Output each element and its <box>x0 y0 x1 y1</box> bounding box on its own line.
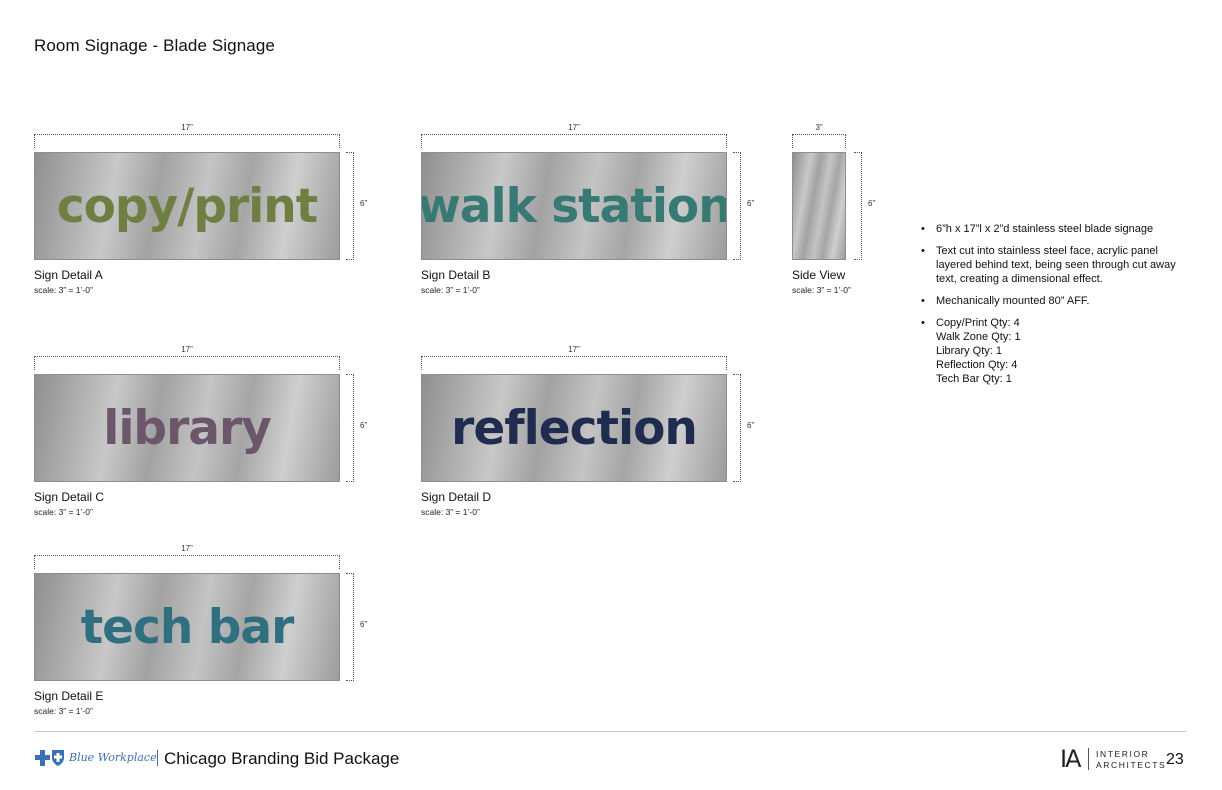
firm-line-2: ARCHITECTS <box>1096 760 1167 770</box>
quantity-line: Tech Bar Qty: 1 <box>936 373 1012 385</box>
page-number: 23 <box>1166 751 1184 768</box>
sign-plate: reflection <box>421 374 727 482</box>
sign-text: tech bar <box>80 599 295 655</box>
detail-label: Sign Detail C <box>34 490 105 504</box>
note-text: 6”h x 17”l x 2”d stainless steel blade s… <box>936 223 1154 235</box>
height-dimension-label: 6” <box>747 199 755 208</box>
side-view: 3” 6” Side View scale: 3” = 1’-0” <box>792 123 892 304</box>
sign-text: copy/print <box>56 178 318 234</box>
height-dimension: 6” <box>733 152 754 260</box>
sign-text: library <box>103 400 272 456</box>
width-dimension-label: 17” <box>181 544 193 553</box>
sign-plate: tech bar <box>34 573 340 681</box>
note-text: Mechanically mounted 80” AFF. <box>936 295 1090 307</box>
height-dimension: 6” <box>346 152 367 260</box>
spec-notes: • 6”h x 17”l x 2”d stainless steel blade… <box>918 222 1193 394</box>
height-dimension-label: 6” <box>747 421 755 430</box>
sign-detail-a: 17” 6” copy/print Sign Detail A scale: 3… <box>34 123 367 304</box>
width-dimension: 17” <box>421 345 727 370</box>
sign-detail-c: 17” 6” library Sign Detail C scale: 3” =… <box>34 345 367 526</box>
bullet-icon: • <box>921 317 925 329</box>
sign-plate: library <box>34 374 340 482</box>
page-title: Room Signage - Blade Signage <box>34 36 275 55</box>
detail-scale: scale: 3” = 1’-0” <box>421 285 480 295</box>
detail-scale: scale: 3” = 1’-0” <box>34 285 93 295</box>
cross-shield-logo-icon <box>35 750 64 766</box>
width-dimension-label: 17” <box>568 123 580 132</box>
note-item-quantities: • Copy/Print Qty: 4 Walk Zone Qty: 1 Lib… <box>918 316 1193 386</box>
width-dimension: 17” <box>34 345 340 370</box>
height-dimension-label: 6” <box>360 421 368 430</box>
sign-text: reflection <box>451 400 698 456</box>
width-dimension-label: 17” <box>181 123 193 132</box>
height-dimension: 6” <box>733 374 754 482</box>
note-item: • Mechanically mounted 80” AFF. <box>918 294 1193 308</box>
footer-rule <box>34 731 1186 732</box>
footer-divider <box>157 750 158 766</box>
detail-scale: scale: 3” = 1’-0” <box>792 285 851 295</box>
detail-label: Side View <box>792 268 846 282</box>
width-dimension: 17” <box>421 123 727 148</box>
quantity-line: Walk Zone Qty: 1 <box>936 331 1021 343</box>
height-dimension: 6” <box>346 573 367 681</box>
brand-script: Blue Workplace <box>69 751 157 764</box>
note-item: • Text cut into stainless steel face, ac… <box>918 244 1193 286</box>
height-dimension-label: 6” <box>360 199 368 208</box>
width-dimension: 3” <box>792 123 846 148</box>
width-dimension: 17” <box>34 123 340 148</box>
detail-scale: scale: 3” = 1’-0” <box>34 507 93 517</box>
bullet-icon: • <box>921 245 925 257</box>
quantity-line: Library Qty: 1 <box>936 345 1003 357</box>
document-title: Chicago Branding Bid Package <box>164 749 400 768</box>
sign-detail-b: 17” 6” walk station Sign Detail B scale:… <box>421 123 761 304</box>
sign-plate: walk station <box>421 152 727 260</box>
height-dimension-label: 6” <box>868 199 876 208</box>
note-text: Text cut into stainless steel face, acry… <box>936 245 1176 285</box>
height-dimension-label: 6” <box>360 620 368 629</box>
bullet-icon: • <box>921 223 925 235</box>
sign-detail-e: 17” 6” tech bar Sign Detail E scale: 3” … <box>34 544 367 725</box>
sign-detail-d: 17” 6” reflection Sign Detail D scale: 3… <box>421 345 761 526</box>
firm-logo-divider <box>1088 748 1089 770</box>
detail-label: Sign Detail E <box>34 689 104 703</box>
detail-scale: scale: 3” = 1’-0” <box>421 507 480 517</box>
detail-label: Sign Detail A <box>34 268 103 282</box>
sign-text: walk station <box>421 178 727 234</box>
sign-plate: copy/print <box>34 152 340 260</box>
firm-logo-text: INTERIOR ARCHITECTS <box>1096 749 1166 771</box>
width-dimension-label: 3” <box>815 123 823 132</box>
width-dimension-label: 17” <box>181 345 193 354</box>
side-plate <box>792 152 846 260</box>
quantity-line: Reflection Qty: 4 <box>936 359 1018 371</box>
detail-label: Sign Detail B <box>421 268 491 282</box>
quantity-line: Copy/Print Qty: 4 <box>936 317 1020 329</box>
height-dimension: 6” <box>854 152 875 260</box>
firm-logo-mark: IA <box>1060 745 1081 773</box>
note-item: • 6”h x 17”l x 2”d stainless steel blade… <box>918 222 1193 236</box>
firm-line-1: INTERIOR <box>1096 749 1150 759</box>
width-dimension: 17” <box>34 544 340 569</box>
detail-scale: scale: 3” = 1’-0” <box>34 706 93 716</box>
width-dimension-label: 17” <box>568 345 580 354</box>
bullet-icon: • <box>921 295 925 307</box>
detail-label: Sign Detail D <box>421 490 492 504</box>
height-dimension: 6” <box>346 374 367 482</box>
